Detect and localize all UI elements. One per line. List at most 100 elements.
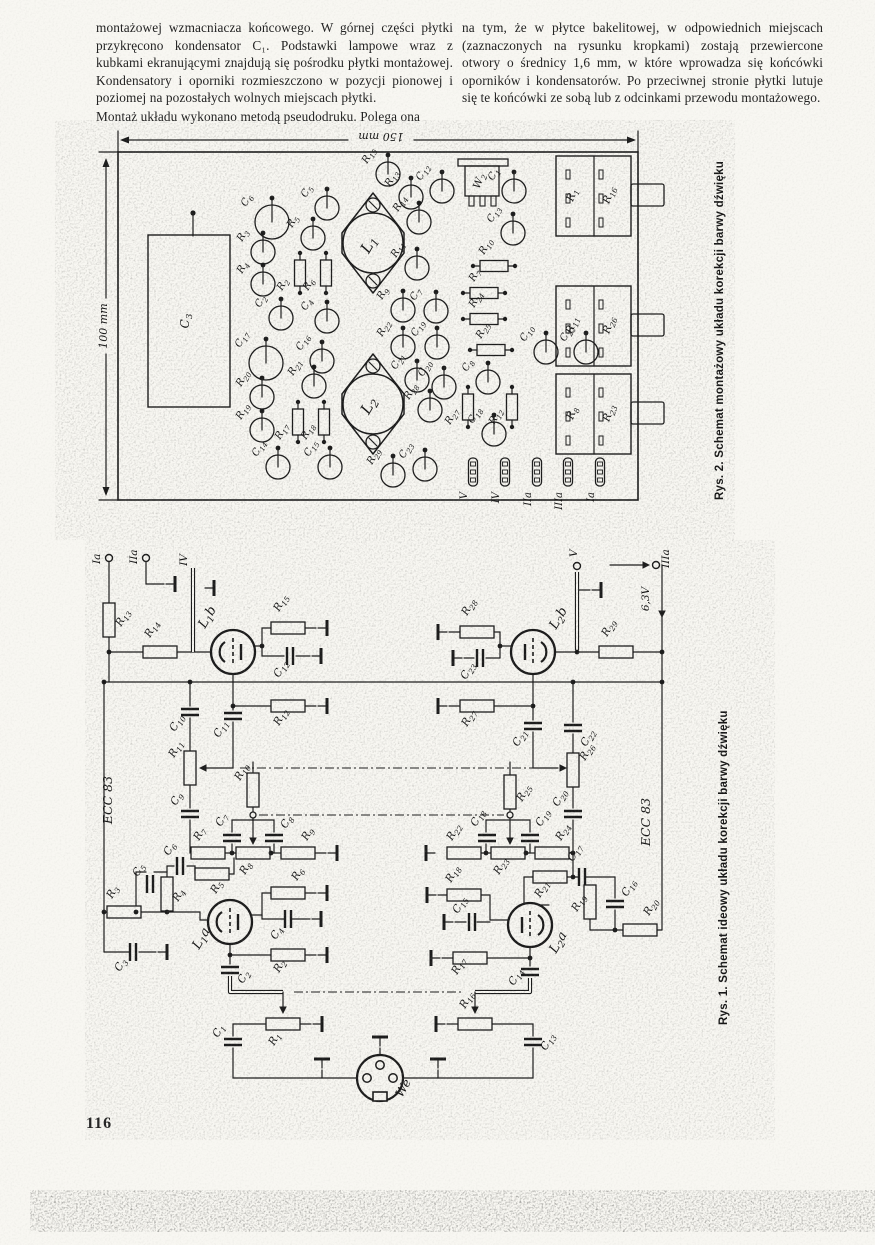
wire <box>532 759 559 769</box>
component-label: R7 <box>191 825 210 844</box>
schematic-label: ECC 83 <box>638 798 653 847</box>
wire <box>403 1047 534 1079</box>
junction-dot <box>659 679 665 685</box>
junction-dot <box>229 850 235 856</box>
capacitor-C19 <box>521 833 539 843</box>
junction-dot <box>311 364 317 370</box>
component-label: C2 <box>235 968 254 986</box>
wire <box>228 857 235 875</box>
component-label: C21 <box>389 351 409 372</box>
ground-symbol <box>204 580 216 596</box>
resistor-R14 <box>142 645 178 659</box>
ground-symbol <box>372 1035 388 1047</box>
component-label: R3 <box>235 227 253 245</box>
junction-dot <box>101 909 107 915</box>
terminal-label: V <box>568 548 580 557</box>
component-label: R1 <box>266 1030 285 1049</box>
component-label: R21 <box>286 358 306 380</box>
component-label: R23 <box>600 403 620 425</box>
junction-dot <box>509 347 515 353</box>
component-label: C3 <box>178 313 195 328</box>
page-number: 116 <box>86 1115 113 1132</box>
wire <box>232 1023 267 1037</box>
wire <box>232 1047 357 1079</box>
component-label: R26 <box>600 315 620 337</box>
capacitor-c3-body <box>147 210 231 408</box>
junction-dot <box>485 360 491 366</box>
component-label: R18 <box>299 421 319 443</box>
component-R18 <box>317 408 331 436</box>
ground-symbol <box>424 845 436 861</box>
dimension-lines: 150 mm 100 mm <box>97 130 639 501</box>
wiper-tap <box>249 811 257 819</box>
junction-dot <box>502 316 508 322</box>
junction-dot <box>310 216 316 222</box>
resistor-R27 <box>459 699 495 713</box>
component-label: R6 <box>289 865 308 884</box>
solder-slot <box>598 347 604 358</box>
junction-dot <box>295 439 301 445</box>
junction-dot <box>260 262 266 268</box>
wire <box>510 819 531 833</box>
resistor-R22 <box>446 846 482 860</box>
component-label: C19 <box>409 318 429 339</box>
terminal-label: IIa <box>523 492 534 507</box>
component-label: C12 <box>414 162 434 183</box>
component-label: C6 <box>239 192 257 209</box>
capacitor-C1 <box>224 1037 242 1047</box>
junction-dot <box>460 290 466 296</box>
junction-dot <box>414 358 420 364</box>
arrow-head <box>559 764 567 772</box>
wire <box>186 865 196 875</box>
component-label: R10 <box>477 236 497 258</box>
junction-dot <box>427 388 433 394</box>
component-label: R19 <box>234 401 254 423</box>
wire <box>485 819 510 833</box>
solder-slot <box>598 169 604 180</box>
junction-dot <box>187 679 193 685</box>
component-label: R15 <box>360 145 380 167</box>
component-label: C16 <box>619 877 640 899</box>
resistor-R21 <box>532 870 568 884</box>
junction-dot <box>483 850 489 856</box>
terminal-label: Ia <box>91 554 103 565</box>
component-label: R9 <box>299 825 318 844</box>
capacitor-C4 <box>283 910 293 928</box>
terminal-IIa <box>141 553 151 563</box>
capacitor-C3 <box>128 943 138 961</box>
ground-symbol <box>451 650 463 666</box>
capacitor-C12 <box>285 647 295 665</box>
figure2-caption: Rys. 2. Schemat montażowy układu korekcj… <box>714 160 726 500</box>
junction-dot <box>523 850 529 856</box>
capacitor-C22 <box>564 723 582 733</box>
arrow-head <box>249 837 257 845</box>
junction-dot <box>510 211 516 217</box>
capacitor-C8 <box>265 833 283 843</box>
junction-dot <box>106 649 112 655</box>
component-label: C21 <box>510 727 531 749</box>
junction-dot <box>583 330 589 336</box>
junction-dot <box>230 703 236 709</box>
component-label: R7 <box>467 267 485 285</box>
component-label: C7 <box>213 811 232 829</box>
schematic-label: IV <box>178 553 190 567</box>
junction-dot <box>509 384 515 390</box>
tube-L2a <box>506 901 554 949</box>
ground-symbol <box>327 845 339 861</box>
component-label: C12 <box>271 658 292 680</box>
ground-symbol <box>591 582 603 598</box>
component-label: C2 <box>253 293 271 310</box>
junction-dot <box>324 186 330 192</box>
component-label: R28 <box>459 596 480 619</box>
resistor-R29 <box>598 645 634 659</box>
component-label: R3 <box>104 883 123 902</box>
junction-dot <box>268 850 274 856</box>
component-label: R29 <box>365 446 385 468</box>
ground-symbol <box>317 620 329 636</box>
component-label: C11 <box>211 718 232 740</box>
junction-dot <box>259 408 265 414</box>
junction-dot <box>321 439 327 445</box>
junction-dot <box>400 288 406 294</box>
figure1-caption: Rys. 1. Schemat ideowy układu korekcji b… <box>718 710 730 1026</box>
component-label: R18 <box>443 863 464 886</box>
